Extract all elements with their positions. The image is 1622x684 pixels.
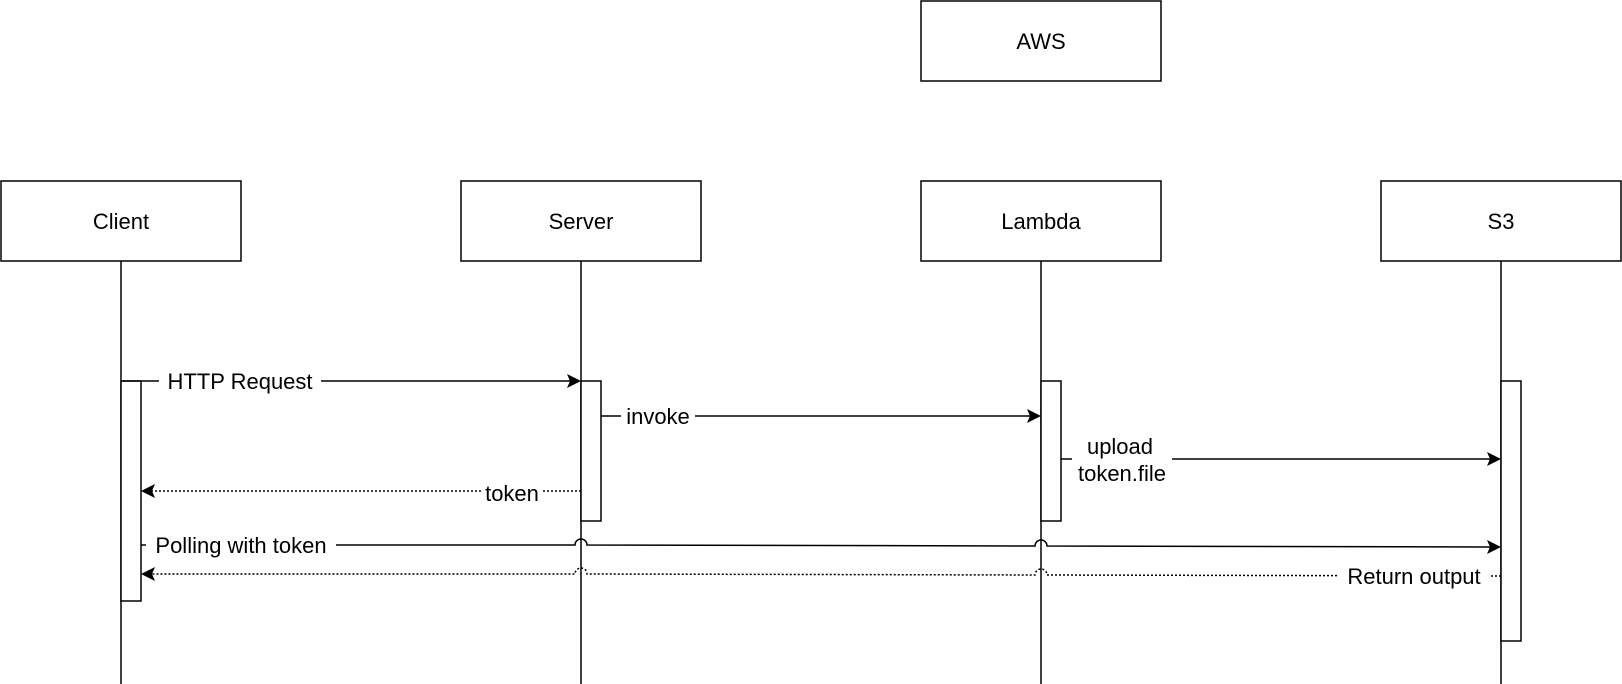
- client-activation: [120, 380, 142, 602]
- server-label: Server: [549, 209, 614, 234]
- client-label: Client: [93, 209, 149, 234]
- polling-label: Polling with token: [155, 533, 326, 558]
- lambda-activation: [1040, 380, 1062, 522]
- client-participant: Client: [0, 180, 242, 262]
- polling-message: Polling with token: [141, 532, 1501, 558]
- upload-filename-label: token.file: [1078, 461, 1166, 486]
- return-output-label: Return output: [1347, 564, 1480, 589]
- s3-activation: [1500, 380, 1522, 642]
- upload-message: upload token.file: [1061, 432, 1501, 486]
- token-return-message: token: [141, 480, 581, 506]
- aws-group-box: AWS: [920, 0, 1162, 82]
- server-participant: Server: [460, 180, 702, 262]
- server-activation: [580, 380, 602, 522]
- s3-participant: S3: [1380, 180, 1622, 262]
- token-label: token: [485, 481, 539, 506]
- lambda-participant: Lambda: [920, 180, 1162, 262]
- invoke-label: invoke: [626, 404, 690, 429]
- upload-label: upload: [1087, 434, 1153, 459]
- aws-group-label: AWS: [1016, 29, 1065, 54]
- return-output-message: Return output: [141, 563, 1502, 589]
- http-request-message: HTTP Request: [121, 368, 581, 394]
- http-request-label: HTTP Request: [167, 369, 312, 394]
- invoke-message: invoke: [601, 403, 1041, 429]
- s3-label: S3: [1488, 209, 1515, 234]
- lambda-label: Lambda: [1001, 209, 1081, 234]
